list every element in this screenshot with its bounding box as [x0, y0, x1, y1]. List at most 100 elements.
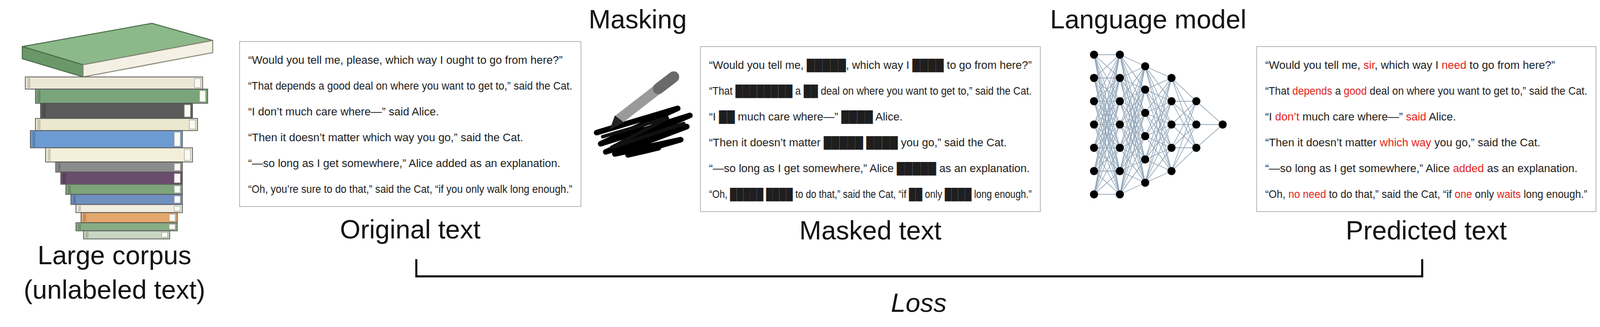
marker-icon-part — [609, 115, 624, 130]
book-stack-icon-part — [161, 232, 168, 238]
book-stack-icon-part — [60, 172, 183, 185]
box-caption: Masked text — [640, 215, 1101, 246]
book-stack-icon-part — [67, 185, 71, 194]
book-stack-icon-part — [65, 184, 183, 195]
neural-network-icon-part — [1115, 190, 1124, 199]
neural-network-icon-part — [1094, 171, 1120, 195]
predicted-word: no — [1288, 187, 1301, 201]
neural-network-icon-part — [1171, 77, 1197, 148]
neural-network-icon-part — [1171, 101, 1197, 125]
book-stack-icon-part — [194, 78, 201, 88]
book-stack-icon-part — [81, 212, 178, 223]
neural-network-icon-part — [1196, 101, 1223, 125]
marker-icon-part — [596, 108, 690, 155]
book-stack-icon-part — [174, 196, 181, 204]
marker-icon-part — [658, 76, 674, 89]
predicted-word: need — [1302, 187, 1326, 201]
book-stack-icon-part — [189, 120, 196, 130]
book-stack-icon-part — [83, 213, 87, 222]
book-stack-icon-part — [174, 132, 181, 147]
neural-network-icon-part — [1119, 54, 1146, 67]
box-caption: Original text — [179, 214, 642, 245]
book-stack-icon-part — [77, 223, 82, 230]
original-text-box: “Would you tell me, please, which way I … — [239, 41, 582, 208]
predicted-word: sir — [1363, 58, 1375, 72]
neural-network-icon-part — [1145, 66, 1172, 125]
neural-network-icon-part — [1094, 77, 1120, 195]
neural-network-icon-part — [1119, 66, 1146, 78]
neural-network-icon-part — [1115, 120, 1124, 129]
neural-network-icon-part — [1171, 147, 1197, 172]
neural-network-icon-part — [1094, 54, 1120, 172]
neural-network-icon-part — [1115, 97, 1124, 106]
quote-line: “—so long as I get somewhere,” Alice ███… — [709, 155, 1030, 182]
neural-network-icon-part — [1141, 155, 1150, 164]
neural-network-icon-part — [1167, 120, 1176, 129]
marker-icon — [596, 76, 690, 155]
book-stack-icon-part — [85, 231, 89, 239]
neural-network-icon-part — [1145, 77, 1172, 183]
neural-network-icon-part — [1145, 77, 1172, 137]
neural-network-icon-part — [1192, 143, 1201, 152]
neural-network-icon-part — [1145, 171, 1172, 183]
neural-network-icon-part — [1141, 85, 1150, 94]
book-stack-icon-part — [55, 162, 183, 173]
neural-network-icon — [1089, 50, 1227, 199]
neural-network-icon-part — [1115, 143, 1124, 152]
book-stack-icon-part — [77, 205, 82, 212]
book-stack-icon-part — [72, 195, 76, 204]
neural-network-icon-part — [1141, 132, 1150, 141]
quote-line: “That depends a good deal on where you w… — [1265, 77, 1588, 104]
neural-network-icon-part — [1115, 167, 1124, 176]
predicted-word: way — [1411, 136, 1432, 149]
neural-network-icon-part — [1119, 66, 1146, 172]
neural-network-icon-part — [1094, 124, 1120, 195]
loss-bracket — [416, 259, 1423, 277]
book-stack-icon-part — [174, 173, 181, 183]
quote-line: “Would you tell me, █████, which way I █… — [709, 52, 1032, 78]
neural-network-icon-part — [1115, 73, 1124, 83]
book-stack-icon-part — [75, 222, 178, 231]
book-stack-icon-part — [32, 131, 36, 147]
book-stack-icon-part — [174, 185, 181, 193]
neural-network-icon-part — [1119, 54, 1146, 160]
neural-network-icon-part — [1145, 124, 1172, 183]
quote-line: “Oh, you’re sure to do that,” said the C… — [248, 176, 573, 203]
neural-network-icon-part — [1167, 73, 1176, 83]
marker-icon-part — [619, 76, 674, 119]
neural-network-icon-part — [1171, 77, 1197, 102]
quote-line: “Oh, █████ ████ to do that,” said the Ca… — [709, 181, 1032, 208]
neural-network-icon-part — [1192, 120, 1201, 129]
neural-network-icon-part — [1171, 101, 1197, 172]
neural-network-icon-part — [1119, 89, 1146, 195]
neural-network-icon-part — [1141, 62, 1150, 71]
corpus-label: Large corpus (unlabeled text) — [5, 238, 224, 307]
neural-network-icon-part — [1145, 77, 1172, 90]
neural-network-icon-part — [1089, 167, 1099, 176]
predicted-text-box: “Would you tell me, sir, which way I nee… — [1256, 46, 1597, 213]
quote-line: “—so long as I get somewhere,” Alice add… — [1265, 155, 1578, 182]
neural-network-icon-part — [1089, 190, 1099, 199]
book-stack-icon-part — [42, 104, 46, 118]
neural-network-icon-part — [1119, 182, 1146, 195]
neural-network-icon-part — [1094, 77, 1120, 195]
neural-network-icon-part — [1089, 50, 1099, 59]
neural-network-icon-part — [1115, 50, 1124, 59]
neural-network-icon-part — [1196, 124, 1223, 148]
neural-network-icon-part — [1119, 54, 1146, 183]
neural-network-icon-part — [1141, 108, 1150, 117]
book-stack-icon-part — [57, 163, 61, 172]
predicted-word: don’t — [1275, 110, 1300, 124]
book-stack-icon-part — [75, 204, 183, 213]
neural-network-icon-part — [1119, 136, 1146, 195]
stage-title: Language model — [970, 3, 1326, 35]
book-stack-icon-part — [174, 206, 181, 212]
predicted-word: good — [1343, 84, 1368, 98]
quote-line: “Then it doesn’t matter █████ ████ you g… — [709, 129, 1007, 156]
stage-title: Masking — [485, 3, 790, 35]
masked-text-box: “Would you tell me, █████, which way I █… — [699, 46, 1041, 213]
quote-line: “Oh, no need to do that,” said the Cat, … — [1265, 181, 1588, 208]
neural-network-icon-part — [1141, 178, 1150, 187]
book-stack-icon-part — [70, 194, 183, 205]
book-stack-icon-part — [37, 90, 41, 103]
